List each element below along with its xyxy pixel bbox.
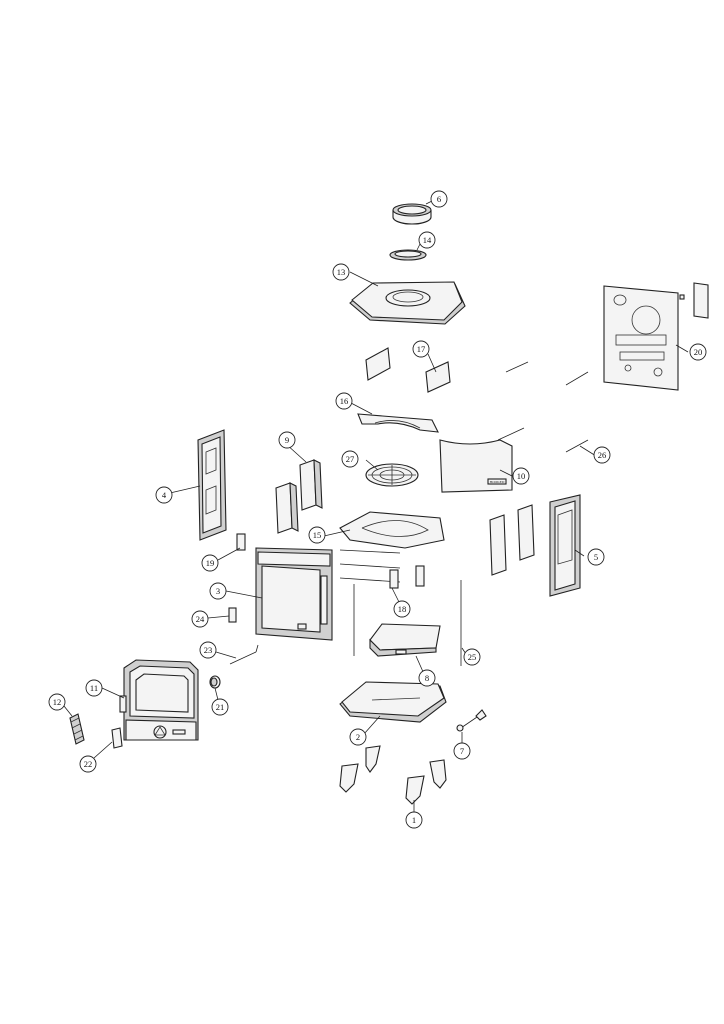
svg-text:7: 7 <box>460 746 464 756</box>
callout-13: 13 <box>332 263 350 281</box>
callouts: 6 14 13 17 20 16 9 26 27 10 4 15 5 19 3 … <box>48 190 707 829</box>
callout-18: 18 <box>393 600 411 618</box>
callout-26: 26 <box>593 446 611 464</box>
svg-text:15: 15 <box>313 530 322 540</box>
callout-20: 20 <box>689 343 707 361</box>
part-17-baffle-bricks <box>365 347 451 393</box>
part-23-rod <box>229 644 259 665</box>
svg-text:4: 4 <box>162 490 167 500</box>
part-10-back-brick: HOOKED <box>439 439 513 493</box>
part-8-ash-pan <box>369 623 441 657</box>
badge-plate <box>487 478 507 485</box>
badge-text: HOOKED <box>490 480 505 484</box>
part-7-key <box>456 709 487 732</box>
callout-8: 8 <box>418 669 436 687</box>
part-2-base-plate <box>339 681 447 723</box>
part-9-side-bricks-left <box>275 459 323 534</box>
svg-text:20: 20 <box>694 347 703 357</box>
part-22-handle <box>111 727 123 749</box>
callout-1: 1 <box>405 811 423 829</box>
svg-text:19: 19 <box>206 558 215 568</box>
svg-text:6: 6 <box>437 194 441 204</box>
svg-text:2: 2 <box>356 732 360 742</box>
part-4-side-panel <box>197 429 227 541</box>
callout-17: 17 <box>412 340 430 358</box>
svg-text:24: 24 <box>196 614 205 624</box>
callout-2: 2 <box>349 728 367 746</box>
part-24-clip <box>228 607 237 623</box>
callout-4: 4 <box>155 486 173 504</box>
callout-24: 24 <box>191 610 209 628</box>
svg-text:27: 27 <box>346 454 355 464</box>
svg-text:16: 16 <box>340 396 349 406</box>
part-6-flue-collar <box>392 203 432 225</box>
part-27-grate <box>365 463 419 487</box>
part-14-gasket-ring <box>389 249 427 261</box>
callout-12: 12 <box>48 693 66 711</box>
svg-text:11: 11 <box>90 683 98 693</box>
part-3-front-frame <box>255 547 333 641</box>
svg-text:9: 9 <box>285 435 289 445</box>
part-26-rods <box>497 361 589 453</box>
callout-14: 14 <box>418 231 436 249</box>
callout-7: 7 <box>453 742 471 760</box>
part-21-knob <box>209 675 221 689</box>
svg-text:21: 21 <box>216 702 225 712</box>
part-12-spring-handle <box>69 713 85 745</box>
part-19-latch <box>236 533 246 551</box>
part-20-back-panel <box>603 282 709 391</box>
svg-text:3: 3 <box>216 586 220 596</box>
svg-text:26: 26 <box>598 450 607 460</box>
callout-5: 5 <box>587 548 605 566</box>
svg-text:5: 5 <box>594 552 598 562</box>
callout-23: 23 <box>199 641 217 659</box>
callout-10: 10 <box>512 467 530 485</box>
svg-text:25: 25 <box>468 652 477 662</box>
part-1-legs <box>339 745 447 805</box>
svg-text:10: 10 <box>517 471 526 481</box>
callout-22: 22 <box>79 755 97 773</box>
callout-3: 3 <box>209 582 227 600</box>
svg-text:17: 17 <box>417 344 426 354</box>
svg-text:13: 13 <box>337 267 346 277</box>
svg-text:23: 23 <box>204 645 213 655</box>
callout-15: 15 <box>308 526 326 544</box>
callout-6: 6 <box>430 190 448 208</box>
callout-11: 11 <box>85 679 103 697</box>
svg-text:18: 18 <box>398 604 407 614</box>
part-18-grate-bars <box>339 549 425 656</box>
part-16-baffle-plate <box>357 413 439 433</box>
part-13-top-plate <box>349 281 466 325</box>
part-15-firebox-floor <box>339 511 445 549</box>
svg-text:22: 22 <box>84 759 93 769</box>
callout-9: 9 <box>278 431 296 449</box>
callout-27: 27 <box>341 450 359 468</box>
callout-19: 19 <box>201 554 219 572</box>
svg-text:12: 12 <box>53 697 62 707</box>
svg-text:1: 1 <box>412 815 416 825</box>
part-5-side-panel-right <box>489 494 581 597</box>
callout-16: 16 <box>335 392 353 410</box>
callout-25: 25 <box>463 648 481 666</box>
part-11-main-door <box>119 659 199 741</box>
callout-21: 21 <box>211 698 229 716</box>
svg-text:8: 8 <box>425 673 429 683</box>
svg-text:14: 14 <box>423 235 432 245</box>
